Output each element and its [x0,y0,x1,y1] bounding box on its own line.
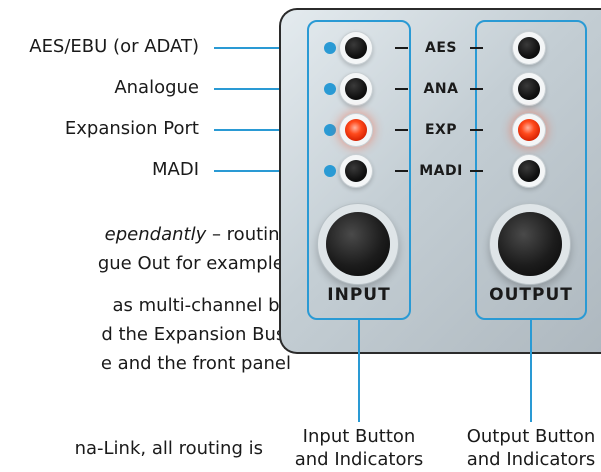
signal-dash-right-madi [470,170,483,172]
signal-label-analogue: ANA [423,81,459,97]
output-led-madi [518,160,540,182]
body-text-line-1-rest: – routing [206,224,291,245]
output-caption-line-2: and Indicators [466,449,596,470]
body-text-line-5: e and the front panel [100,353,291,374]
signal-label-expansion-port: EXP [424,122,458,138]
input-led-aes [345,37,367,59]
signal-dash-right-analogue [470,88,483,90]
input-led-expansion-port [345,119,367,141]
callout-line-analogue [214,88,330,90]
output-caption: Output Button and Indicators [467,425,596,471]
input-caption-line-2: and Indicators [294,449,424,470]
input-group-outline [307,20,411,320]
output-select-button[interactable] [498,212,562,276]
signal-dash-right-expansion-port [470,129,483,131]
signal-dash-left-analogue [395,88,408,90]
input-led-madi [345,160,367,182]
output-caption-line-1: Output Button [466,426,596,447]
callout-line-madi [214,170,330,172]
input-caption-line-1: Input Button [302,426,416,447]
body-text-line-2: gue Out for example! [97,253,291,274]
body-text-italic: ependantly [104,224,207,245]
callout-dot-madi [324,165,336,177]
input-caption: Input Button and Indicators [295,425,424,471]
output-led-analogue [518,78,540,100]
callout-dot-expansion-port [324,124,336,136]
input-caption-line [358,320,360,422]
output-led-aes [518,37,540,59]
output-section-label: OUTPUT [489,285,573,305]
signal-dash-left-madi [395,170,408,172]
input-select-button[interactable] [326,212,390,276]
input-led-analogue [345,78,367,100]
signal-dash-left-aes [395,47,408,49]
callout-line-aes [214,47,330,49]
callout-dot-aes [324,42,336,54]
signal-label-aes: AES [425,40,457,56]
callout-label-madi: MADI [151,159,199,180]
signal-label-madi: MADI [419,163,463,179]
body-text-line-6: na-Link, all routing is [74,438,263,459]
device-panel [279,8,601,354]
output-caption-line [530,320,532,422]
callout-label-aes: AES/EBU (or ADAT) [29,36,199,57]
body-text-line-1: ependantly – routing [105,223,291,247]
signal-dash-right-aes [470,47,483,49]
signal-dash-left-expansion-port [395,129,408,131]
output-led-expansion-port [518,119,540,141]
body-text-line-3: as multi-channel bi- [112,295,292,316]
body-text-line-4: d the Expansion Bus. [101,324,291,345]
callout-label-expansion-port: Expansion Port [64,118,199,139]
callout-label-analogue: Analogue [114,77,199,98]
callout-line-expansion-port [214,129,330,131]
input-section-label: INPUT [327,285,391,305]
callout-dot-analogue [324,83,336,95]
